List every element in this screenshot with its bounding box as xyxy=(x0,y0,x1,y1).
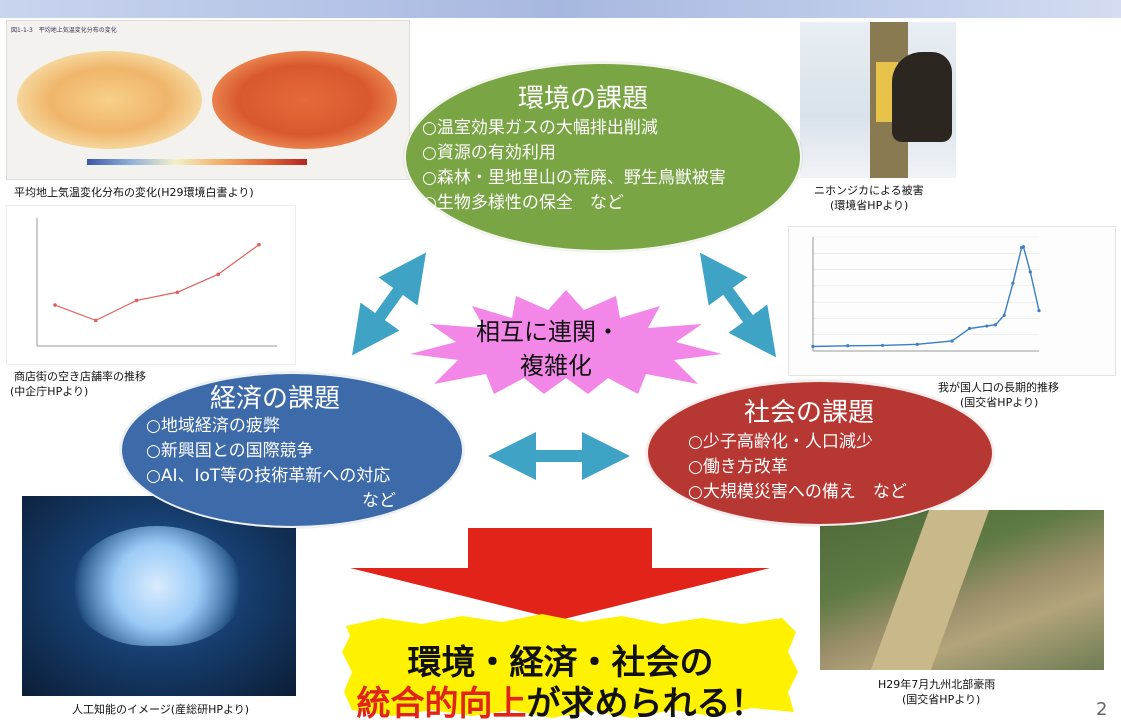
shops-point xyxy=(94,318,98,323)
center-text-line1: 相互に連関・ xyxy=(476,318,620,346)
pop-point xyxy=(1021,245,1025,249)
pop-point xyxy=(1011,281,1015,285)
economy-item-3: ○AI、IoT等の技術革新への対応 xyxy=(146,466,391,486)
pop-point xyxy=(985,324,989,328)
climate-map-high xyxy=(212,51,397,149)
center-text-line2: 複雑化 xyxy=(520,352,592,380)
arrow-env-eco xyxy=(351,252,427,356)
population-caption-source: (国交省HPより) xyxy=(960,396,1039,409)
climate-figure-header: 図1-1-3 平均地上気温変化分布の変化 xyxy=(11,27,117,34)
economy-item-2: ○新興国との国際競争 xyxy=(146,441,314,461)
pop-point xyxy=(915,342,919,346)
ai-caption: 人工知能のイメージ(産総研HPより) xyxy=(72,703,250,716)
shops-caption-source: (中企庁HPより) xyxy=(10,385,89,398)
pop-point xyxy=(1037,309,1041,313)
population-chart-svg xyxy=(811,236,1041,352)
population-chart xyxy=(788,226,1116,376)
environment-ellipse xyxy=(404,62,802,252)
population-caption-title: 我が国人口の長期的推移 xyxy=(938,381,1059,394)
society-item-1: ○少子高齢化・人口減少 xyxy=(688,432,873,452)
pop-point xyxy=(880,343,885,348)
result-line2-rest: が求められる！ xyxy=(526,684,765,720)
pop-point xyxy=(1028,270,1032,274)
result-arrow xyxy=(350,528,770,620)
shops-point xyxy=(216,272,220,277)
deer-photo xyxy=(800,22,956,178)
environment-title: 環境の課題 xyxy=(518,84,649,114)
brain-shape xyxy=(72,526,242,646)
title-bar xyxy=(0,0,1121,18)
flood-photo xyxy=(820,510,1104,670)
society-item-2: ○働き方改革 xyxy=(688,457,788,477)
shops-series-line xyxy=(54,244,260,322)
pop-point xyxy=(1002,313,1006,317)
shops-point xyxy=(175,290,180,295)
flood-caption-source: (国交省HPより) xyxy=(902,693,981,706)
climate-color-scale xyxy=(87,159,307,165)
environment-item-2: ○資源の有効利用 xyxy=(422,143,556,163)
deer-caption-source: (環境省HPより) xyxy=(830,199,909,212)
result-band xyxy=(342,614,798,718)
pop-point xyxy=(993,323,998,327)
shops-point xyxy=(134,298,139,303)
environment-item-3: ○森林・里地里山の荒廃、野生鳥獣被害 xyxy=(422,168,726,188)
pop-point xyxy=(846,344,850,348)
climate-caption: 平均地上気温変化分布の変化(H29環境白書より) xyxy=(14,186,254,199)
economy-item-tail: など xyxy=(362,491,396,511)
center-starburst xyxy=(410,290,722,394)
environment-item-1: ○温室効果ガスの大幅排出削減 xyxy=(422,118,658,138)
result-highlight: 統合的向上 xyxy=(356,684,527,720)
society-title: 社会の課題 xyxy=(744,398,875,428)
deer-shape xyxy=(892,52,952,142)
result-line1: 環境・経済・社会の xyxy=(407,643,714,683)
climate-map-figure: 図1-1-3 平均地上気温変化分布の変化 xyxy=(6,20,410,180)
economy-title: 経済の課題 xyxy=(210,384,341,414)
pop-point xyxy=(950,339,954,343)
deer-caption-title: ニホンジカによる被害 xyxy=(814,184,924,197)
result-line2: 統合的向上が求められる！ xyxy=(0,676,1121,720)
society-item-3: ○大規模災害への備え など xyxy=(688,482,907,502)
economy-ellipse xyxy=(120,372,464,528)
arrow-env-soc xyxy=(699,252,777,358)
shops-caption-title: 商店街の空き店舗率の推移 xyxy=(14,370,146,383)
shops-point xyxy=(53,303,57,307)
pop-point xyxy=(967,326,972,331)
economy-item-1: ○地域経済の疲弊 xyxy=(146,416,280,436)
flood-caption-title: H29年7月九州北部豪雨 xyxy=(878,678,996,691)
page-number: 2 xyxy=(1096,699,1108,720)
shops-chart xyxy=(6,205,296,365)
society-ellipse xyxy=(646,380,994,526)
shops-point xyxy=(257,242,261,247)
environment-item-4: ○生物多様性の保全 など xyxy=(422,193,624,213)
shops-chart-svg xyxy=(36,218,277,347)
pop-point xyxy=(811,344,815,349)
ai-brain-image xyxy=(22,496,296,696)
climate-map-low xyxy=(17,51,202,149)
